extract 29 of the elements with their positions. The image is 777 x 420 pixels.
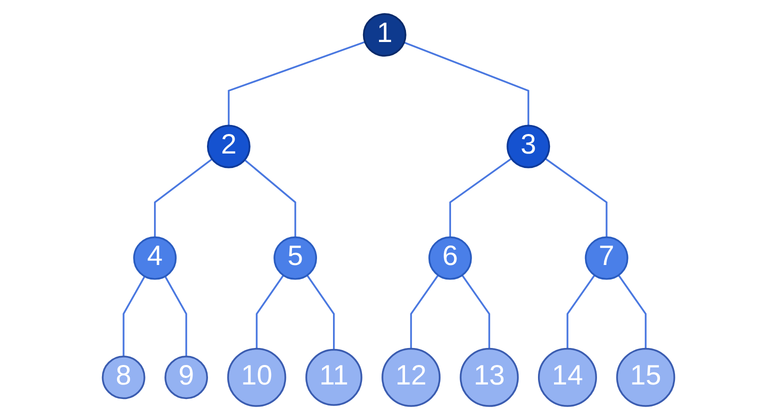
connector <box>461 274 490 349</box>
connector <box>306 274 335 350</box>
node-circle: 5 <box>274 236 318 280</box>
connector <box>618 274 647 349</box>
connector <box>410 274 439 349</box>
node-circle: 4 <box>133 236 177 280</box>
node-circle: 8 <box>102 356 146 400</box>
node-circle: 2 <box>206 124 250 168</box>
node-circle: 12 <box>382 348 441 407</box>
node-circle: 7 <box>584 236 628 280</box>
node-circle: 3 <box>506 124 550 168</box>
connector <box>566 274 596 349</box>
node-circle: 1 <box>362 13 406 57</box>
connector <box>154 158 213 238</box>
node-circle: 15 <box>616 348 676 407</box>
node-circle: 11 <box>305 348 362 406</box>
connector <box>449 158 512 238</box>
node-circle: 9 <box>164 356 208 400</box>
node-circle: 6 <box>428 236 472 280</box>
connector <box>228 41 366 126</box>
connector <box>256 274 284 349</box>
connector <box>544 158 608 238</box>
node-circle: 13 <box>460 348 519 407</box>
node-circle: 10 <box>227 348 286 407</box>
connector <box>164 276 188 357</box>
connector <box>122 276 146 357</box>
connector <box>404 42 530 126</box>
connector <box>244 159 296 238</box>
node-circle: 14 <box>538 348 597 407</box>
